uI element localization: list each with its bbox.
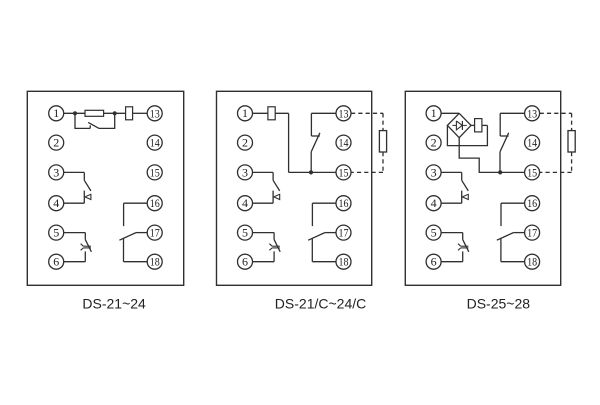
svg-text:5: 5 — [53, 226, 59, 240]
svg-text:14: 14 — [339, 138, 349, 150]
svg-text:3: 3 — [242, 165, 248, 179]
svg-text:1: 1 — [242, 106, 248, 120]
svg-text:1: 1 — [53, 106, 59, 120]
svg-text:3: 3 — [53, 165, 59, 179]
svg-text:15: 15 — [339, 167, 349, 179]
svg-text:DS-21/C~24/C: DS-21/C~24/C — [275, 295, 366, 311]
svg-text:18: 18 — [527, 257, 537, 269]
svg-text:1: 1 — [431, 106, 437, 120]
svg-text:16: 16 — [339, 198, 349, 210]
svg-text:13: 13 — [339, 108, 349, 120]
svg-text:5: 5 — [242, 226, 248, 240]
svg-text:18: 18 — [150, 257, 160, 269]
svg-text:16: 16 — [150, 198, 160, 210]
svg-text:13: 13 — [527, 108, 537, 120]
svg-text:16: 16 — [527, 198, 537, 210]
svg-text:17: 17 — [339, 228, 349, 240]
svg-text:17: 17 — [527, 228, 537, 240]
svg-text:6: 6 — [53, 255, 59, 269]
svg-text:4: 4 — [53, 196, 59, 210]
svg-text:13: 13 — [150, 108, 160, 120]
svg-text:6: 6 — [242, 255, 248, 269]
svg-text:3: 3 — [431, 165, 437, 179]
svg-text:2: 2 — [53, 136, 59, 150]
svg-text:17: 17 — [150, 228, 160, 240]
svg-text:15: 15 — [150, 167, 160, 179]
svg-text:2: 2 — [242, 136, 248, 150]
svg-text:DS-25~28: DS-25~28 — [467, 295, 531, 311]
svg-text:18: 18 — [339, 257, 349, 269]
svg-text:4: 4 — [242, 196, 248, 210]
svg-text:5: 5 — [431, 226, 437, 240]
svg-text:14: 14 — [150, 138, 160, 150]
svg-text:14: 14 — [527, 138, 537, 150]
svg-text:15: 15 — [527, 167, 537, 179]
svg-text:DS-21~24: DS-21~24 — [82, 295, 146, 311]
svg-text:6: 6 — [431, 255, 437, 269]
svg-text:4: 4 — [431, 196, 437, 210]
svg-text:2: 2 — [431, 136, 437, 150]
